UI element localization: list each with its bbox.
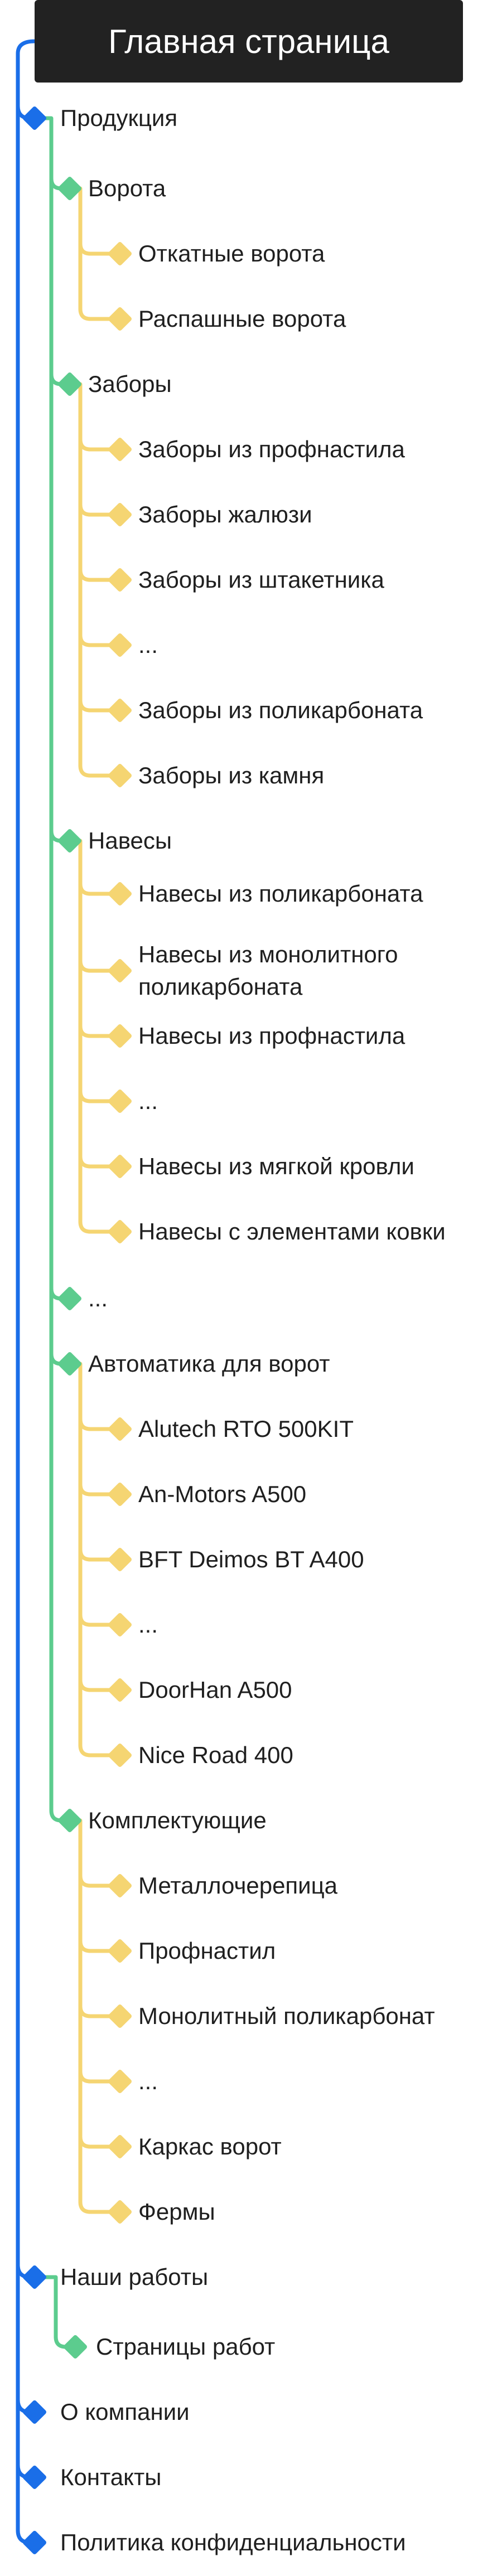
connector-line xyxy=(78,1939,122,1953)
tree-node-a-nice[interactable]: Nice Road 400 xyxy=(138,1742,293,1768)
connector-line xyxy=(78,1417,122,1431)
connector-line xyxy=(78,633,122,647)
tree-node-n-kovka[interactable]: Навесы с элементами ковки xyxy=(138,1218,446,1245)
tree-node-n-polikarbonat[interactable]: Навесы из поликарбоната xyxy=(138,880,423,907)
tree-node-kontakty[interactable]: Контакты xyxy=(60,2464,162,2490)
tree-node-nashi-raboty[interactable]: Наши работы xyxy=(60,2264,209,2290)
tree-node-vorota[interactable]: Ворота xyxy=(88,175,166,201)
root-node[interactable]: Главная страница xyxy=(35,0,463,83)
tree-node-komplekt[interactable]: Комплектующие xyxy=(88,1807,267,1833)
root-node-label: Главная страница xyxy=(108,22,389,60)
tree-node-a-doorhan[interactable]: DoorHan A500 xyxy=(138,1677,292,1703)
connector-line xyxy=(78,2134,122,2149)
connector-line xyxy=(16,39,37,2545)
connector-line xyxy=(78,1024,122,1038)
tree-node-stranicy-rabot[interactable]: Страницы работ xyxy=(96,2333,276,2360)
connector-line xyxy=(78,1547,122,1562)
tree-node-politika[interactable]: Политика конфиденциальности xyxy=(60,2529,406,2555)
tree-node-p-etc[interactable]: ... xyxy=(88,1285,108,1311)
tree-node-zabory[interactable]: Заборы xyxy=(88,371,172,397)
tree-node-a-anmotors[interactable]: An-Motors A500 xyxy=(138,1481,307,1507)
tree-node-n-profnastil[interactable]: Навесы из профнастила xyxy=(138,1023,406,1049)
connector-line xyxy=(78,1482,122,1497)
tree-node-a-alutech[interactable]: Alutech RTO 500KIT xyxy=(138,1416,354,1442)
connector-line xyxy=(78,698,122,713)
tree-node-raspashnye[interactable]: Распашные ворота xyxy=(138,306,346,332)
tree-node-k-metallocherepica[interactable]: Металлочерепица xyxy=(138,1872,338,1899)
connector-line xyxy=(78,1678,122,1692)
tree-node-z-kamen[interactable]: Заборы из камня xyxy=(138,762,325,788)
connector-line xyxy=(78,241,122,256)
tree-node-a-etc[interactable]: ... xyxy=(138,1611,158,1638)
connector-line xyxy=(67,186,122,321)
tree-node-n-etc[interactable]: ... xyxy=(138,1088,158,1114)
connector-line xyxy=(78,2004,122,2018)
connector-line xyxy=(78,1613,122,1627)
tree-node-z-zhalyuzi[interactable]: Заборы жалюзи xyxy=(138,501,312,527)
connector-line xyxy=(78,1089,122,1103)
connector-line xyxy=(67,1362,122,1757)
connector-line xyxy=(67,1818,122,2214)
connector-line xyxy=(78,958,122,973)
tree-node-k-karkas[interactable]: Каркас ворот xyxy=(138,2133,282,2159)
connector-line xyxy=(78,568,122,582)
tree-node-k-profnastil[interactable]: Профнастил xyxy=(138,1938,276,1964)
tree-node-z-polikarbonat[interactable]: Заборы из поликарбоната xyxy=(138,697,423,723)
tree-node-k-etc[interactable]: ... xyxy=(138,2068,158,2094)
connector-line xyxy=(78,502,122,517)
tree-node-k-monolit[interactable]: Монолитный поликарбонат xyxy=(138,2003,435,2029)
tree-node-n-monolit[interactable]: Навесы из монолитного поликарбоната xyxy=(138,941,398,1000)
tree-node-z-shtaketnik[interactable]: Заборы из штакетника xyxy=(138,566,384,593)
tree-node-produkciya[interactable]: Продукция xyxy=(60,105,178,131)
tree-node-n-myagkaya[interactable]: Навесы из мягкой кровли xyxy=(138,1153,414,1179)
tree-node-o-kompanii[interactable]: О компании xyxy=(60,2399,190,2425)
tree-node-avtomatika[interactable]: Автоматика для ворот xyxy=(88,1350,330,1377)
connector-line xyxy=(78,882,122,896)
connector-line xyxy=(78,437,122,452)
connector-line xyxy=(67,382,122,778)
connector-line xyxy=(78,1154,122,1169)
connector-line xyxy=(67,839,122,1234)
connector-line xyxy=(78,2069,122,2084)
connector-line xyxy=(78,1873,122,1888)
tree-node-otkatnye[interactable]: Откатные ворота xyxy=(138,240,325,267)
tree-node-k-fermy[interactable]: Фермы xyxy=(138,2199,215,2225)
tree-node-z-profnastil[interactable]: Заборы из профнастила xyxy=(138,436,405,462)
tree-node-z-etc[interactable]: ... xyxy=(138,632,158,658)
tree-node-navesy[interactable]: Навесы xyxy=(88,827,172,854)
tree-node-a-bft[interactable]: BFT Deimos BT A400 xyxy=(138,1546,364,1572)
